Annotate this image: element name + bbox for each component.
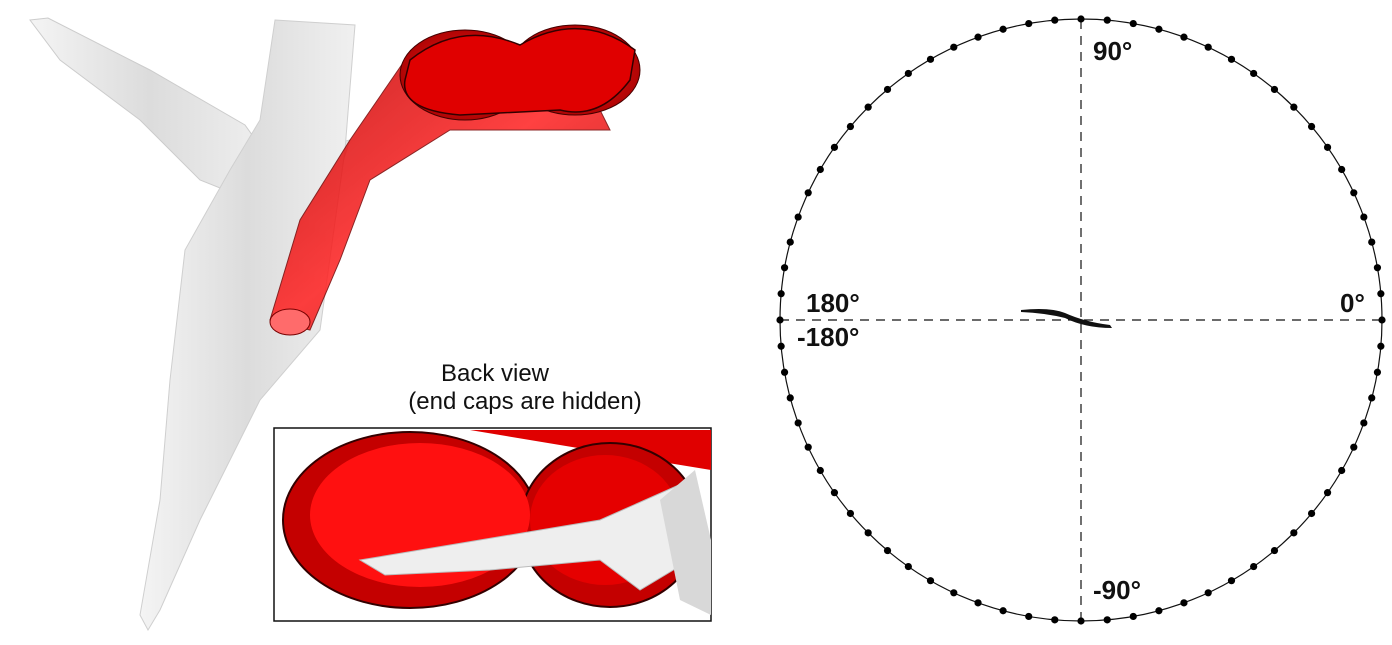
marker-point	[1227, 577, 1236, 585]
marker-point	[1323, 489, 1332, 497]
marker-point	[904, 69, 912, 78]
marker-point	[794, 419, 802, 427]
label-minus-90: -90°	[1093, 575, 1141, 605]
aircraft-rendering	[29, 17, 712, 632]
marker-point	[974, 599, 982, 607]
marker-point	[1155, 25, 1163, 33]
marker-point	[1077, 617, 1085, 625]
marker-point	[926, 577, 935, 585]
marker-point	[1360, 419, 1368, 427]
marker-point	[1204, 43, 1212, 51]
marker-point	[904, 562, 912, 571]
polar-circle	[779, 18, 1383, 622]
marker-point	[1051, 616, 1059, 624]
marker-point	[1360, 213, 1368, 221]
marker-point	[846, 509, 855, 518]
marker-point	[780, 264, 789, 272]
marker-point	[816, 165, 824, 174]
marker-point	[1368, 394, 1376, 402]
marker-point	[786, 238, 794, 246]
marker-point	[830, 489, 839, 497]
marker-point	[846, 122, 855, 131]
marker-point	[1373, 368, 1382, 376]
marker-point	[1307, 122, 1316, 131]
marker-point	[1270, 85, 1279, 94]
marker-point	[883, 546, 892, 555]
label-0: 0°	[1340, 288, 1365, 318]
label-minus-180: -180°	[797, 322, 860, 352]
label-90: 90°	[1093, 36, 1133, 66]
marker-point	[1270, 546, 1279, 555]
marker-point	[1129, 612, 1137, 621]
marker-point	[999, 607, 1007, 615]
marker-point	[1051, 16, 1059, 24]
marker-points	[776, 15, 1386, 625]
marker-point	[1377, 290, 1385, 298]
marker-point	[1323, 143, 1332, 151]
marker-point	[1129, 19, 1137, 28]
marker-point	[794, 213, 802, 221]
marker-point	[1368, 238, 1376, 246]
marker-point	[1103, 16, 1111, 24]
marker-point	[1180, 33, 1188, 41]
marker-point	[1250, 562, 1258, 571]
marker-point	[883, 85, 892, 94]
marker-point	[786, 394, 794, 402]
marker-point	[1180, 599, 1188, 607]
marker-point	[1338, 466, 1346, 475]
marker-point	[1378, 316, 1386, 324]
marker-point	[1250, 69, 1258, 78]
marker-point	[926, 55, 935, 63]
label-180: 180°	[806, 288, 860, 318]
marker-point	[830, 143, 839, 151]
inset-caption-note: (end caps are hidden)	[408, 388, 642, 415]
marker-point	[1155, 607, 1163, 615]
marker-point	[864, 103, 872, 111]
marker-point	[1290, 103, 1298, 111]
marker-point	[1077, 15, 1085, 23]
marker-point	[816, 466, 824, 475]
marker-point	[1025, 612, 1033, 621]
marker-point	[1350, 443, 1358, 451]
duct-end-cap	[399, 24, 641, 121]
marker-point	[974, 33, 982, 41]
marker-point	[804, 443, 812, 451]
marker-point	[1307, 509, 1316, 518]
marker-point	[864, 529, 872, 537]
marker-point	[804, 189, 812, 197]
marker-point	[777, 290, 785, 298]
back-view-duct	[282, 430, 711, 615]
marker-point	[776, 316, 784, 324]
marker-point	[1373, 264, 1382, 272]
marker-point	[1377, 342, 1385, 350]
marker-point	[780, 368, 789, 376]
marker-point	[1290, 529, 1298, 537]
duct-inlet	[269, 308, 311, 336]
marker-point	[1350, 189, 1358, 197]
airfoil-section	[1021, 309, 1112, 328]
marker-point	[1338, 165, 1346, 174]
marker-point	[1204, 589, 1212, 597]
marker-point	[777, 342, 785, 350]
marker-point	[1103, 616, 1111, 624]
marker-point	[950, 589, 958, 597]
marker-point	[1025, 19, 1033, 28]
inset-caption-title: Back view	[440, 360, 550, 387]
marker-point	[950, 43, 958, 51]
marker-point	[999, 25, 1007, 33]
marker-point	[1227, 55, 1236, 63]
